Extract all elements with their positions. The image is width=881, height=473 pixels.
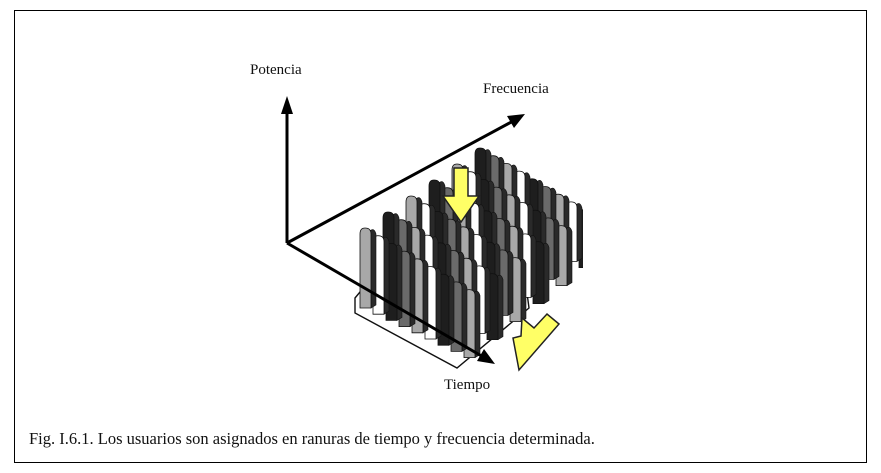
tdma-fdma-diagram: [247, 68, 583, 398]
power-axis-arrowhead: [281, 96, 293, 114]
diagram-canvas: [281, 96, 583, 372]
time-axis-label: Tiempo: [444, 377, 491, 393]
frequency-axis: [286, 118, 516, 245]
slot-face: [359, 227, 372, 309]
down-arrow-icon: [441, 167, 481, 224]
time-axis: [286, 241, 486, 360]
power-axis-label: Potencia: [250, 62, 302, 78]
figure-caption: Fig. I.6.1. Los usuarios son asignados e…: [29, 429, 595, 448]
up-left-arrow-icon: [512, 312, 561, 372]
frequency-axis-label: Frecuencia: [483, 81, 549, 97]
frequency-axis-arrowhead: [507, 114, 525, 128]
time-axis-arrowhead: [477, 349, 495, 364]
pointer-arrows: [441, 167, 561, 372]
axes: [281, 96, 525, 364]
